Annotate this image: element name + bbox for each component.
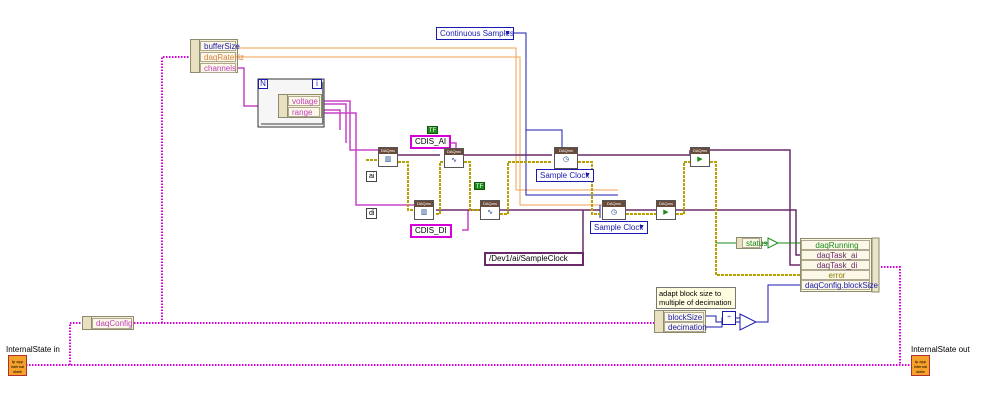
for-loop-i: i — [312, 79, 322, 89]
daqmx-header: DAQmx — [691, 148, 709, 154]
block-size-comment: adapt block size to multiple of decimati… — [656, 287, 736, 309]
state-in-icon-text: tp app internal state — [10, 359, 25, 374]
daqmx-timing-ai[interactable]: DAQmx ◷ — [554, 147, 578, 169]
true-constant-1[interactable]: TF — [427, 126, 438, 134]
state-in-terminal[interactable]: tp app internal state — [8, 355, 27, 376]
quotient-remainder-icon[interactable]: ÷ — [722, 311, 736, 325]
timing-di-text: Sample Clock — [594, 223, 644, 232]
state-in-label: InternalState in — [6, 345, 60, 354]
daqmx-property-di[interactable]: DAQmx ∿ — [480, 200, 500, 220]
daq-running-field: daqRunning — [801, 240, 870, 250]
range-field: range — [288, 107, 320, 117]
state-out-icon-text: tp app internal state — [913, 359, 928, 374]
state-out-terminal[interactable]: tp app internal state — [911, 355, 930, 376]
daqmx-header: DAQmx — [379, 148, 397, 154]
daqmx-start-ai[interactable]: DAQmx ▶ — [690, 147, 710, 167]
dropdown-arrow-icon: ▼ — [584, 172, 591, 179]
timing-ai-text: Sample Clock — [540, 171, 590, 180]
clock-icon: ◷ — [562, 156, 570, 163]
ai-constant[interactable]: ai — [366, 171, 378, 182]
daqmx-timing-di[interactable]: DAQmx ◷ — [602, 200, 626, 220]
sample-mode-ring[interactable]: Continuous Samples▼ — [436, 27, 514, 40]
multiply-icon — [739, 313, 758, 331]
daqmx-header: DAQmx — [415, 201, 433, 207]
timing-di-ring[interactable]: Sample Clock▼ — [590, 221, 648, 234]
error-field: error — [801, 270, 870, 280]
cluster-wires — [26, 56, 910, 366]
daqconfig-label: daqConfig — [92, 318, 132, 329]
daqmx-create-channel-ai[interactable]: DAQmx ▥ — [378, 147, 398, 167]
decimation-field: decimation — [664, 322, 707, 332]
voltage-field: voltage — [288, 96, 320, 106]
daq-task-ai-field: daqTask_ai — [801, 250, 870, 260]
play-icon: ▶ — [697, 156, 703, 163]
for-loop-n: N — [258, 79, 268, 89]
play-icon: ▶ — [663, 209, 669, 216]
comment-text: adapt block size to multiple of decimati… — [659, 289, 732, 307]
channel-unbundle[interactable]: voltage range — [278, 94, 322, 118]
channel-icon: ▥ — [420, 209, 428, 216]
daqmx-header: DAQmx — [657, 201, 675, 207]
buffer-size-field: bufferSize — [200, 41, 240, 51]
daqmx-property-ai[interactable]: DAQmx ∿ — [444, 148, 464, 168]
daqmx-header: DAQmx — [445, 149, 463, 155]
channels-field: channels — [200, 63, 236, 73]
status-field: status — [742, 238, 767, 248]
state-bundle-by-name[interactable]: daqRunning daqTask_ai daqTask_di error d… — [800, 238, 878, 292]
di-constant[interactable]: di — [366, 208, 378, 219]
dropdown-arrow-icon: ▼ — [504, 30, 511, 37]
daqmx-start-di[interactable]: DAQmx ▶ — [656, 200, 676, 220]
daqconfig-unbundle[interactable]: daqConfig — [82, 316, 134, 330]
daqmx-header: DAQmx — [603, 201, 625, 207]
property-icon: ∿ — [451, 157, 457, 164]
channel-icon: ▥ — [384, 156, 392, 163]
daqmx-header: DAQmx — [481, 201, 499, 207]
clock-source-text: /Dev1/ai/SampleClock — [489, 254, 568, 263]
cdis-ai-constant[interactable]: CDIS_AI — [410, 135, 452, 149]
cdis-di-constant[interactable]: CDIS_DI — [410, 224, 452, 238]
config-unbundle[interactable]: bufferSize daqRateHz channels — [190, 39, 244, 73]
clock-icon: ◷ — [610, 209, 618, 216]
timing-ai-ring[interactable]: Sample Clock▼ — [536, 169, 594, 182]
status-unbundle[interactable]: status — [736, 237, 767, 249]
daqconfig-blocksize-field: daqConfig.blockSize — [801, 280, 878, 290]
daq-rate-field: daqRateHz — [200, 52, 244, 62]
sample-mode-text: Continuous Samples — [440, 29, 514, 38]
dropdown-arrow-icon: ▼ — [638, 224, 645, 231]
not-gate-icon — [767, 237, 780, 249]
state-out-label: InternalState out — [911, 345, 970, 354]
true-constant-2[interactable]: TF — [474, 182, 485, 190]
decimation-unbundle[interactable]: blockSize decimation — [654, 310, 707, 333]
daqmx-header: DAQmx — [555, 148, 577, 154]
block-size-field: blockSize — [664, 312, 704, 322]
property-icon: ∿ — [487, 209, 493, 216]
clock-source-constant[interactable]: /Dev1/ai/SampleClock — [484, 252, 584, 266]
daq-task-di-field: daqTask_di — [801, 260, 870, 270]
daqmx-create-channel-di[interactable]: DAQmx ▥ — [414, 200, 434, 220]
